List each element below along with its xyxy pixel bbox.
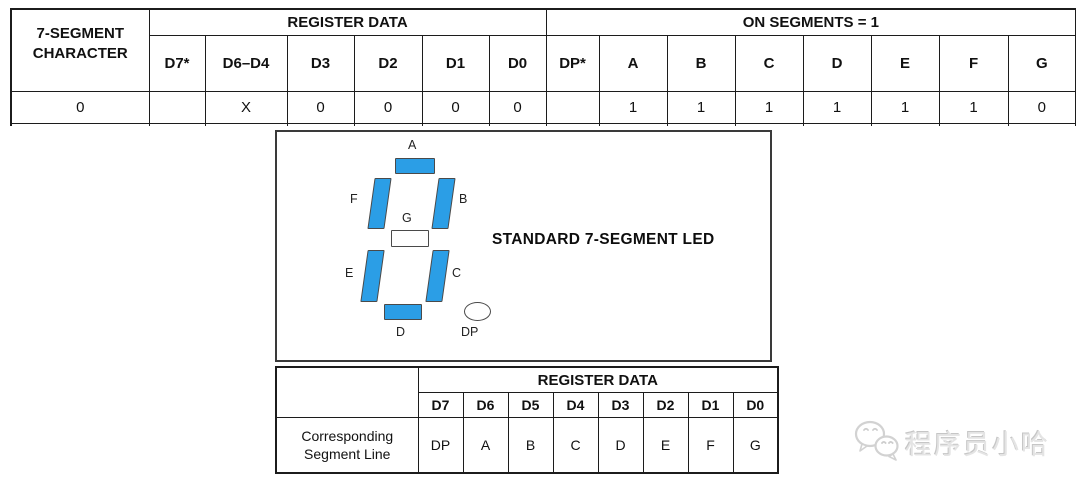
character-column-header: 7-SEGMENT CHARACTER	[10, 8, 150, 92]
segment-f	[367, 178, 392, 229]
segment-d-label: D	[396, 325, 406, 339]
segment-b	[431, 178, 456, 229]
col-header-d0: D0	[488, 35, 547, 92]
watermark-text: 程序员小哈	[905, 429, 1050, 460]
cell-seg-f: 1	[938, 91, 1009, 124]
on-segments-group-header: ON SEGMENTS = 1	[545, 8, 1076, 36]
cell-seg-a: 1	[598, 91, 668, 124]
map-d6: A	[462, 417, 509, 474]
col-header-seg-d: D	[802, 35, 872, 92]
map-d5: B	[507, 417, 554, 474]
segment-e	[360, 250, 385, 302]
segment-a-label: A	[408, 138, 417, 152]
cell-d1: 0	[421, 91, 490, 124]
character-code-table-wrap: 7-SEGMENT CHARACTER REGISTER DATA ON SEG…	[10, 8, 1076, 126]
col-header-seg-c: C	[734, 35, 804, 92]
bit-header-d2: D2	[642, 392, 689, 418]
segment-e-label: E	[345, 266, 354, 280]
col-header-d1: D1	[421, 35, 490, 92]
col-header-d7: D7*	[148, 35, 206, 92]
segment-line-mapping-table: REGISTER DATA D7 D6 D5 D4 D3 D2 D1 D0 Co…	[275, 366, 780, 474]
mapping-register-data-header: REGISTER DATA	[417, 366, 779, 393]
bit-header-d4: D4	[552, 392, 599, 418]
table-row: Corresponding Segment Line DP A B C D E …	[275, 417, 779, 474]
map-d0: G	[732, 417, 779, 474]
cell-seg-b: 1	[666, 91, 736, 124]
cropped-next-row	[10, 123, 1076, 126]
bit-header-d7: D7	[417, 392, 464, 418]
col-header-seg-b: B	[666, 35, 736, 92]
seven-segment-diagram-panel: A F B G E C D DP STANDARD 7-SEGMENT LED	[275, 130, 772, 362]
wechat-icon	[854, 420, 899, 461]
bit-header-d1: D1	[687, 392, 734, 418]
segment-g	[391, 230, 429, 247]
col-header-dp: DP*	[545, 35, 600, 92]
cell-d3: 0	[286, 91, 355, 124]
cell-d0: 0	[488, 91, 547, 124]
segment-g-label: G	[402, 211, 412, 225]
cell-d6-d4: X	[204, 91, 288, 124]
bit-header-d6: D6	[462, 392, 509, 418]
diagram-title: STANDARD 7-SEGMENT LED	[492, 231, 715, 248]
segment-c	[425, 250, 450, 302]
mapping-table-corner-cell	[275, 366, 419, 418]
segment-f-label: F	[350, 192, 358, 206]
bit-header-d5: D5	[507, 392, 554, 418]
character-code-table: 7-SEGMENT CHARACTER REGISTER DATA ON SEG…	[10, 8, 1076, 126]
cell-seg-e: 1	[870, 91, 940, 124]
cell-seg-g: 0	[1007, 91, 1076, 124]
table-row: 0 X 0 0 0 0 1 1 1 1 1 1 0	[10, 91, 1076, 124]
col-header-d6-d4: D6–D4	[204, 35, 288, 92]
col-header-seg-e: E	[870, 35, 940, 92]
cell-seg-d: 1	[802, 91, 872, 124]
bit-header-d0: D0	[732, 392, 779, 418]
segment-dp-label: DP	[461, 325, 479, 339]
col-header-seg-a: A	[598, 35, 668, 92]
register-data-group-header: REGISTER DATA	[148, 8, 547, 36]
segment-c-label: C	[452, 266, 462, 280]
col-header-seg-g: G	[1007, 35, 1076, 92]
segment-dp	[464, 302, 491, 321]
segment-d	[384, 304, 422, 320]
mapping-row-label: Corresponding Segment Line	[275, 417, 419, 474]
cell-seg-c: 1	[734, 91, 804, 124]
segment-b-label: B	[459, 192, 468, 206]
cell-dp	[545, 91, 600, 124]
map-d7: DP	[417, 417, 464, 474]
map-d4: C	[552, 417, 599, 474]
cell-d2: 0	[353, 91, 423, 124]
map-d3: D	[597, 417, 644, 474]
cell-character: 0	[10, 91, 150, 124]
cell-d7	[148, 91, 206, 124]
col-header-seg-f: F	[938, 35, 1009, 92]
segment-a	[395, 158, 435, 174]
watermark: 程序员小哈	[853, 418, 1050, 466]
map-d1: F	[687, 417, 734, 474]
col-header-d3: D3	[286, 35, 355, 92]
col-header-d2: D2	[353, 35, 423, 92]
bit-header-d3: D3	[597, 392, 644, 418]
map-d2: E	[642, 417, 689, 474]
